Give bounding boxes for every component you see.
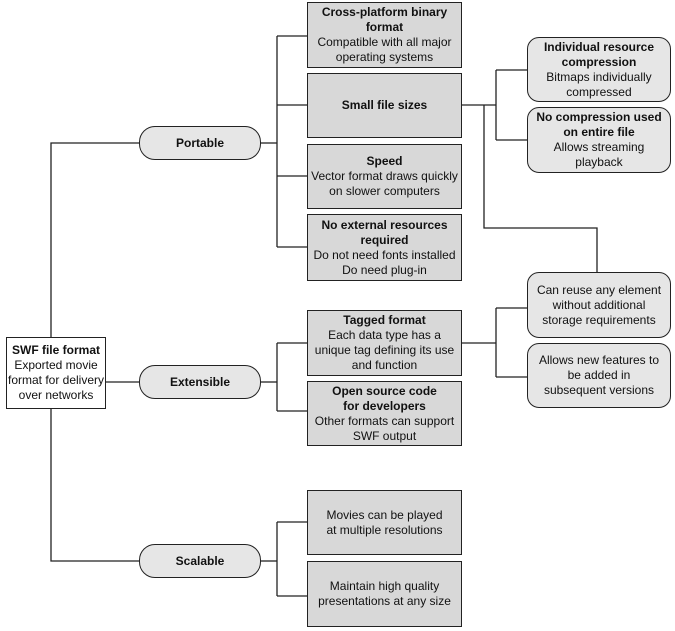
node-tagged-format-body: Each data type has a unique tag defining… — [314, 328, 455, 372]
connector-root-scalable — [50, 409, 139, 562]
node-new-features-body: Allows new features to be added in subse… — [538, 353, 660, 397]
node-no-compression: No compression used on entire file Allow… — [527, 107, 671, 173]
node-individual-compression-body: Bitmaps individually compressed — [546, 69, 652, 99]
node-high-quality-body: Maintain high quality presentations at a… — [318, 579, 451, 608]
node-individual-compression: Individual resource compression Bitmaps … — [527, 37, 671, 102]
node-multiple-resolutions-body: Movies can be played at multiple resolut… — [326, 507, 443, 537]
connector-root-portable — [50, 142, 139, 337]
category-scalable: Scalable — [139, 544, 261, 578]
node-small-file-sizes: Small file sizes — [307, 73, 462, 138]
category-extensible: Extensible — [139, 365, 261, 399]
node-no-external-title: No external resources required — [321, 217, 448, 247]
category-extensible-label: Extensible — [169, 374, 231, 389]
root-title: SWF file format — [11, 343, 100, 357]
node-speed-body: Vector format draws quickly on slower co… — [311, 169, 458, 198]
node-reuse-element: Can reuse any element without additional… — [527, 272, 671, 338]
node-individual-compression-title: Individual resource compression — [543, 39, 655, 69]
node-no-compression-body: Allows streaming playback — [553, 140, 645, 169]
node-open-source: Open source code for developers Other fo… — [307, 381, 462, 446]
node-tagged-format-title: Tagged format — [343, 313, 426, 327]
category-scalable-label: Scalable — [175, 553, 225, 568]
node-multiple-resolutions: Movies can be played at multiple resolut… — [307, 490, 462, 555]
root-swf-file-format: SWF file format Exported movie format fo… — [6, 337, 106, 409]
node-no-external-body: Do not need fonts installed Do need plug… — [313, 247, 456, 277]
node-tagged-format: Tagged format Each data type has a uniqu… — [307, 310, 462, 376]
node-cross-platform-body: Compatible with all major operating syst… — [317, 35, 452, 64]
node-open-source-body: Other formats can support SWF output — [314, 413, 455, 443]
node-reuse-element-body: Can reuse any element without additional… — [536, 282, 662, 327]
category-portable: Portable — [139, 126, 261, 160]
node-no-compression-title: No compression used on entire file — [536, 110, 662, 139]
node-high-quality: Maintain high quality presentations at a… — [307, 561, 462, 627]
node-speed: Speed Vector format draws quickly on slo… — [307, 144, 462, 209]
node-cross-platform-title: Cross-platform binary format — [321, 5, 448, 34]
node-cross-platform: Cross-platform binary format Compatible … — [307, 2, 462, 68]
node-small-file-sizes-title: Small file sizes — [341, 98, 428, 112]
node-open-source-title: Open source code for developers — [332, 383, 437, 413]
node-no-external-resources: No external resources required Do not ne… — [307, 214, 462, 281]
node-new-features: Allows new features to be added in subse… — [527, 343, 671, 408]
node-speed-title: Speed — [366, 154, 403, 168]
connector-small-file-reuse — [483, 105, 598, 272]
root-description: Exported movie format for delivery over … — [7, 358, 105, 402]
category-portable-label: Portable — [175, 135, 224, 150]
